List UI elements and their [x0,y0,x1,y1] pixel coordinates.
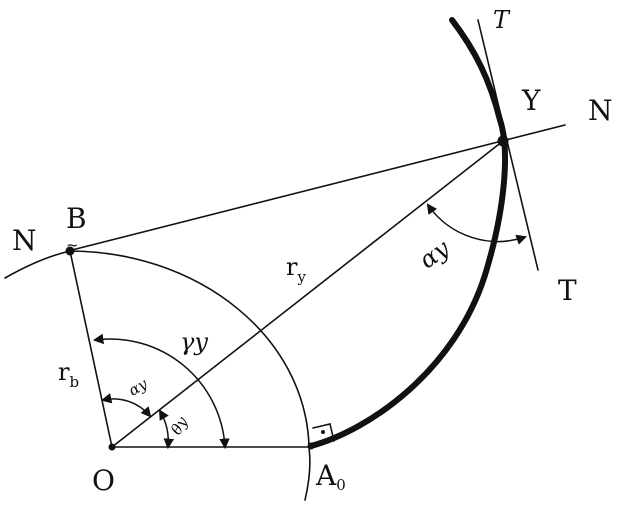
point-a0 [307,442,315,450]
radius-rb [69,250,113,448]
point-o [108,443,116,451]
label-gamma-y: γy [180,328,208,356]
label-alpha-y-right: αy [414,234,455,274]
tangent-line [477,19,539,271]
label-a0: A0 [315,459,346,494]
right-angle-dot [321,430,325,434]
label-b-tilde: ~ [66,236,79,254]
label-n-right: N [588,94,613,127]
alpha-y-arc-right [426,203,527,245]
label-o: O [92,464,115,497]
theta-y-arc [158,409,175,450]
label-t-top: T [493,6,511,34]
normal-line [67,124,566,252]
label-ry: ry [286,253,306,286]
label-rb: rb [58,358,79,391]
label-b: B [66,202,87,235]
label-y: Y [521,84,541,117]
radius-ry [111,140,504,448]
label-alpha-y-center: αy [125,375,151,400]
label-theta-y: θy [167,413,192,438]
label-t-bottom: T [558,274,577,307]
right-angle-marker [312,423,335,442]
gamma-y-arc [92,333,230,450]
base-circle-arc [4,250,311,501]
alpha-y-arc-center [100,393,152,418]
label-n-left: N [12,224,37,257]
involute-curve [308,17,508,449]
point-y [497,135,509,147]
point-b [65,246,75,256]
